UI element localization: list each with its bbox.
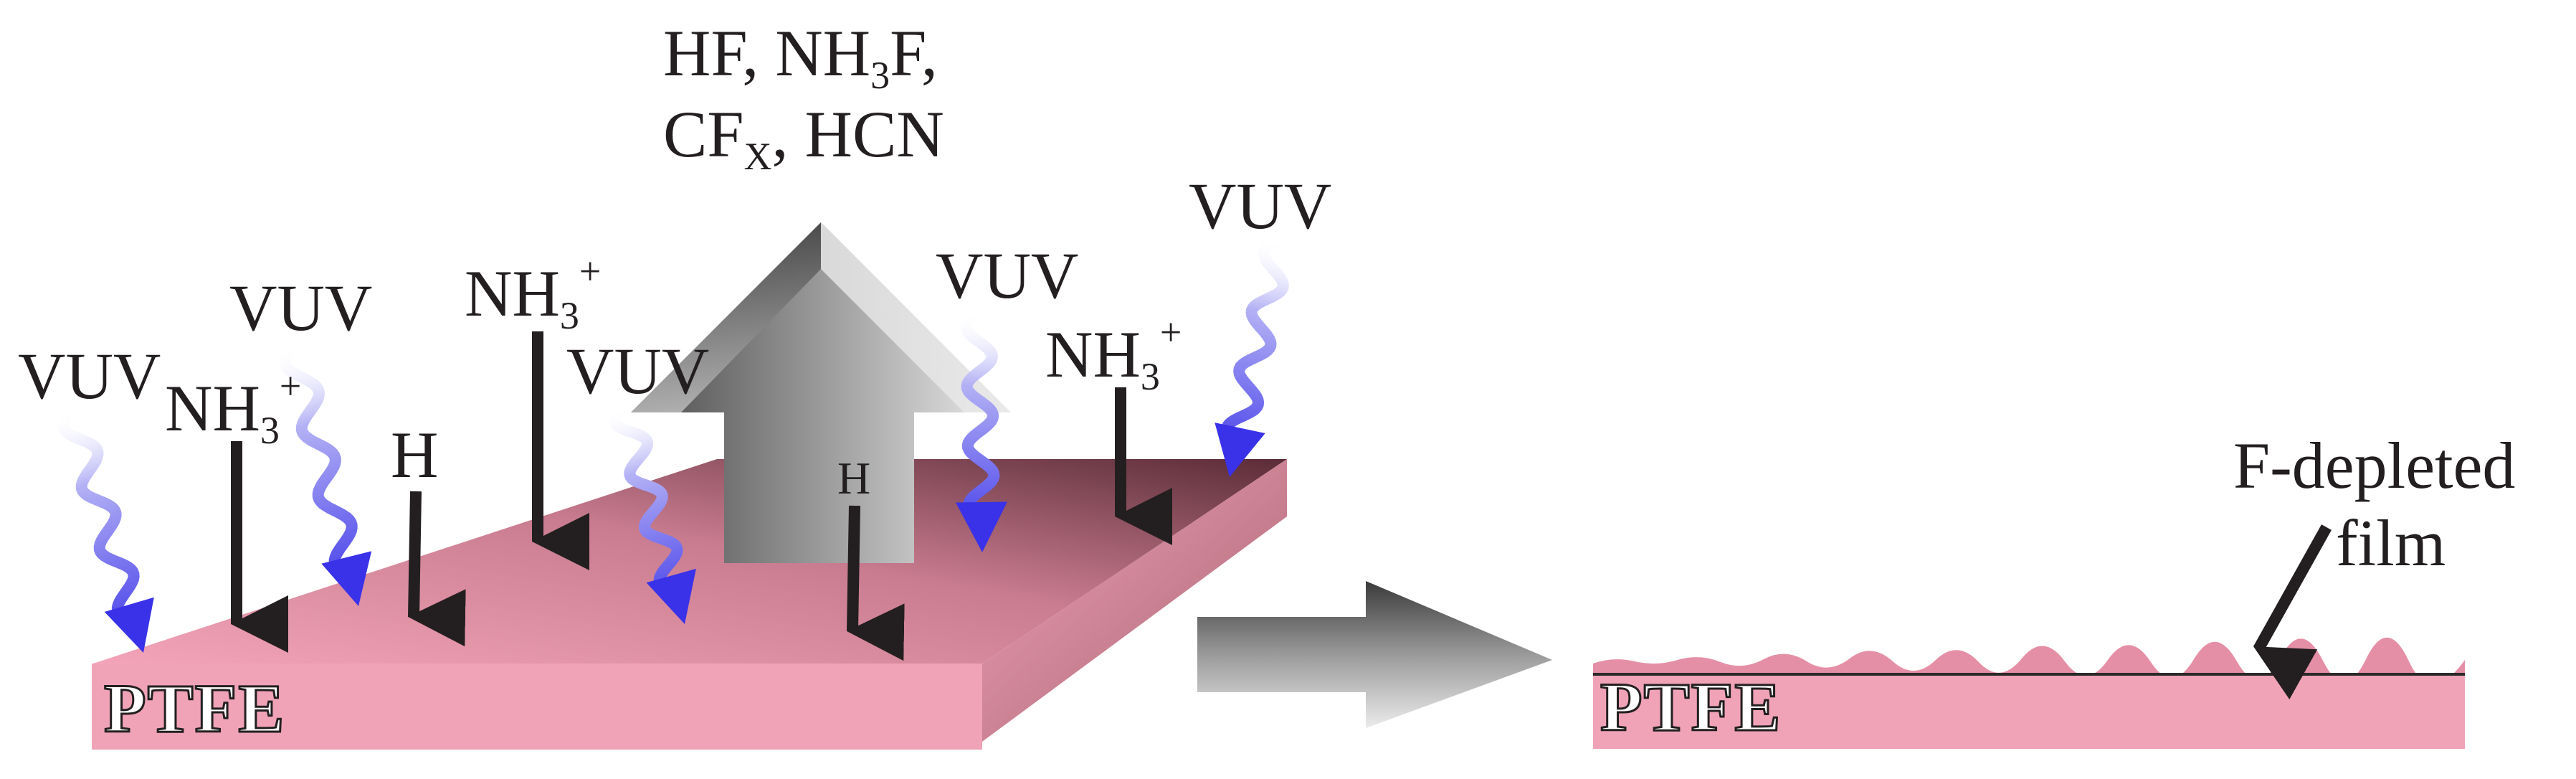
products-text-1: HF, NH — [663, 16, 870, 90]
vuv-wave-4 — [960, 306, 1000, 509]
products-sub-1: 3 — [870, 54, 890, 97]
vuv-label-1: VUV — [18, 339, 161, 412]
f-depleted-film — [1593, 637, 2465, 685]
slab-side-face — [971, 459, 1287, 750]
products-text-2: CF — [663, 98, 744, 171]
h-label-2: H — [837, 453, 870, 504]
vuv-arrowhead-2 — [321, 551, 372, 606]
vuv-label-3: VUV — [566, 334, 709, 407]
process-arrow — [1197, 581, 1552, 728]
vuv-label-5: VUV — [1189, 169, 1331, 242]
products-text-2-end: , HCN — [772, 98, 944, 171]
vuv-arrows — [57, 235, 1289, 653]
products-sub-2: X — [744, 135, 772, 178]
products-text-1-end: F, — [890, 16, 938, 90]
vuv-arrowhead-3 — [646, 568, 696, 624]
vuv-arrowhead-1 — [104, 597, 154, 653]
svg-text:HF, NH3F,: HF, NH3F, — [663, 16, 938, 97]
vuv-label-2: VUV — [229, 271, 372, 344]
film-label-line1: F-depleted — [2233, 429, 2515, 502]
nh3-label-2: NH3+ — [465, 250, 601, 337]
black-arrows — [231, 331, 1172, 661]
vuv-label-4: VUV — [936, 239, 1078, 312]
h-arrow-1 — [408, 491, 466, 647]
film-pointer-arrow — [2253, 524, 2332, 700]
ptfe-slab-left: PTFE — [92, 459, 1287, 750]
svg-text:CFX, HCN: CFX, HCN — [663, 98, 944, 178]
h-label-1: H — [391, 418, 438, 491]
vuv-wave-2 — [279, 339, 358, 567]
vuv-wave-1 — [57, 403, 140, 614]
slab-right-body — [1593, 676, 2465, 749]
h-arrow-2 — [847, 505, 905, 661]
film-label-line2: film — [2336, 506, 2446, 580]
ptfe-left-label: PTFE — [104, 670, 285, 747]
nh3-label-1: NH3+ — [165, 364, 301, 452]
ptfe-slab-right: PTFE — [1593, 637, 2465, 749]
vuv-arrowhead-4 — [956, 501, 1007, 552]
vuv-wave-5 — [1222, 235, 1289, 431]
film-callout: F-depleted film — [2233, 429, 2515, 700]
ptfe-right-label: PTFE — [1600, 669, 1782, 745]
products-up-arrow — [631, 222, 1011, 563]
vuv-arrowhead-5 — [1215, 422, 1265, 477]
slab-front-face — [92, 664, 982, 750]
nh3-label-3: NH3+ — [1045, 311, 1182, 398]
products-label: HF, NH3F, CFX, HCN — [663, 16, 944, 178]
species-labels: VUV VUV VUV VUV VUV NH3+ NH3+ NH3+ H H — [18, 169, 1331, 504]
vuv-wave-3 — [609, 400, 683, 585]
